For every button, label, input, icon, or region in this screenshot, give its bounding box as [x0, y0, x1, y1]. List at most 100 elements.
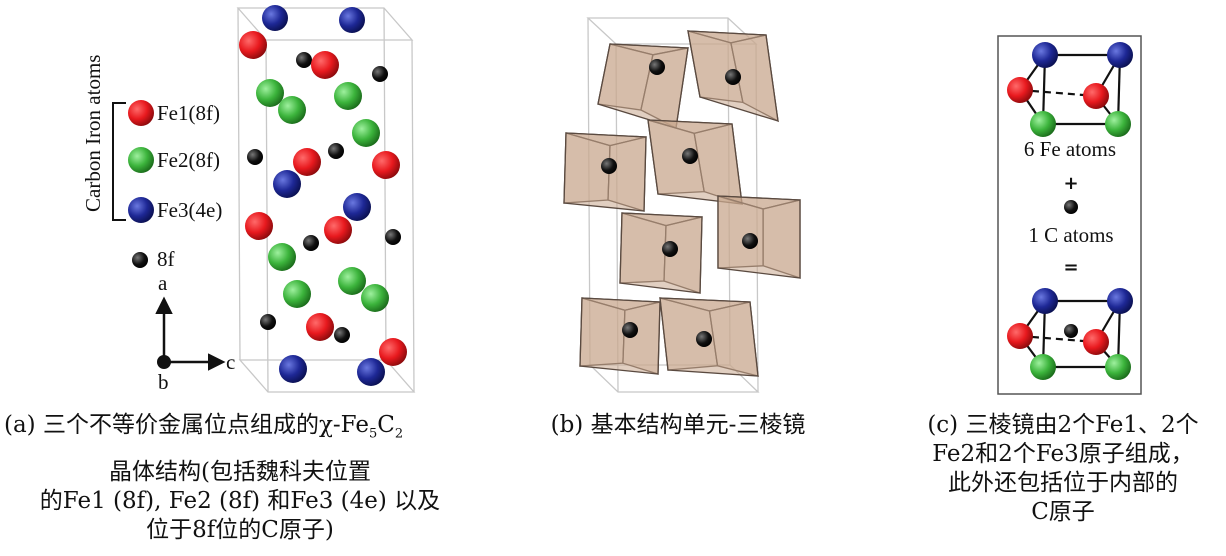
panel-c: 6 Fe atoms + 1 C atoms = — [997, 35, 1142, 395]
atom-fe2 — [278, 96, 306, 124]
c-bottom-fe1 — [1083, 329, 1109, 355]
panel-b — [563, 17, 801, 393]
prism — [597, 43, 689, 129]
atom-fe3 — [273, 170, 301, 198]
atom-fe1 — [311, 51, 339, 79]
atom-fe1 — [306, 313, 334, 341]
legend-fe1-atom — [128, 100, 154, 126]
axis-b-label: b — [158, 370, 169, 394]
prism — [647, 119, 743, 205]
caption-a-line2: 的Fe1 (8f), Fe2 (8f) 和Fe3 (4e) 以及 — [39, 488, 441, 514]
axis-b-dot — [157, 355, 171, 369]
atom-fe1 — [324, 216, 352, 244]
atoms-crystal — [239, 5, 407, 386]
atom-fe2 — [283, 280, 311, 308]
atom-carbon — [296, 52, 312, 68]
atom-fe1 — [245, 212, 273, 240]
atom-fe3 — [279, 355, 307, 383]
atom-fe1 — [239, 31, 267, 59]
atom-fe2 — [338, 267, 366, 295]
c-mid-label: 1 C atoms — [1028, 223, 1113, 247]
caption-c-line3: 此外还包括位于内部的 — [948, 470, 1178, 496]
panel-c-frame — [997, 35, 1142, 395]
prisms — [563, 30, 801, 377]
atom-carbon — [247, 149, 263, 165]
prism — [563, 132, 647, 212]
atom-fe2 — [256, 79, 284, 107]
prism-carbon-atom — [649, 59, 665, 75]
caption-a-sub1: 5 — [369, 426, 378, 442]
caption-c-line4: C原子 — [1031, 499, 1095, 525]
atom-fe2 — [268, 243, 296, 271]
prism-face — [579, 297, 661, 375]
c-bottom-fe2 — [1030, 354, 1056, 380]
atom-fe3 — [262, 5, 288, 31]
prism-carbon-atom — [622, 322, 638, 338]
c-bottom-fe3 — [1032, 288, 1058, 314]
caption-a-line3: 位于8f位的C原子) — [146, 517, 334, 543]
c-bottom-fe2 — [1105, 354, 1131, 380]
caption-a-title: (a) 三个不等价金属位点组成的χ-Fe5C2 — [4, 411, 403, 449]
prism-carbon-atom — [601, 158, 617, 174]
legend-fe3-label: Fe3(4e) — [157, 198, 222, 222]
prism — [687, 30, 779, 123]
atom-fe1 — [372, 151, 400, 179]
prism — [579, 297, 661, 375]
legend-fe2-atom — [128, 147, 154, 173]
prism-face — [597, 43, 689, 129]
unit-cell-box — [236, 7, 416, 393]
prism-carbon-atom — [662, 241, 678, 257]
caption-a-main: (a) 三个不等价金属位点组成的χ-Fe — [4, 412, 369, 438]
prism-carbon-atom — [725, 69, 741, 85]
atom-carbon — [260, 314, 276, 330]
prism — [619, 212, 703, 294]
atom-fe1 — [293, 148, 321, 176]
caption-b: (b) 基本结构单元-三棱镜 — [550, 412, 806, 438]
c-top-label: 6 Fe atoms — [1024, 137, 1116, 161]
atom-carbon — [385, 229, 401, 245]
prism-carbon-atom — [742, 233, 758, 249]
legend-carbon-atom — [132, 252, 148, 268]
prism-face — [717, 195, 801, 279]
c-bottom-fe3 — [1107, 288, 1133, 314]
c-equals-sign: = — [1063, 257, 1078, 278]
caption-c-line2: Fe2和2个Fe3原子组成， — [932, 441, 1194, 467]
prism-face — [619, 212, 703, 294]
atom-carbon — [372, 66, 388, 82]
axis-c-label: c — [226, 350, 235, 374]
legend-fe1-label: Fe1(8f) — [157, 101, 220, 125]
panel-a: Carbon Iron atoms Fe1(8f) Fe2(8f) Fe3(4e… — [81, 5, 416, 394]
c-top-fe1 — [1007, 77, 1033, 103]
atom-fe2 — [352, 119, 380, 147]
axis-a-label: a — [158, 271, 168, 295]
prism — [717, 195, 801, 279]
c-top-fe3 — [1107, 42, 1133, 68]
legend-fe2-label: Fe2(8f) — [157, 148, 220, 172]
prism-carbon-atom — [682, 148, 698, 164]
c-carbon-atom — [1064, 200, 1078, 214]
caption-a-line1: 晶体结构(包括魏科夫位置 — [109, 459, 371, 485]
c-plus-sign: + — [1063, 173, 1078, 194]
legend-bracket — [112, 102, 126, 221]
c-top-fe1 — [1083, 83, 1109, 109]
c-bottom-carbon — [1064, 324, 1078, 338]
atom-carbon — [328, 143, 344, 159]
legend-fe3-atom — [128, 197, 154, 223]
legend-group-label: Carbon Iron atoms — [81, 55, 105, 212]
legend-carbon-label: 8f — [157, 247, 175, 271]
c-top-fe2 — [1030, 111, 1056, 137]
atom-carbon — [334, 327, 350, 343]
prism-carbon-atom — [696, 331, 712, 347]
atom-fe3 — [343, 193, 371, 221]
atom-fe2 — [361, 284, 389, 312]
c-bottom-fe1 — [1007, 323, 1033, 349]
c-top-fe3 — [1032, 42, 1058, 68]
atom-carbon — [303, 235, 319, 251]
c-top-fe2 — [1105, 111, 1131, 137]
caption-a-mid: C — [377, 412, 395, 438]
prism — [659, 297, 759, 377]
atom-fe3 — [339, 7, 365, 33]
caption-a-sub2: 2 — [394, 426, 404, 442]
atom-fe2 — [334, 82, 362, 110]
